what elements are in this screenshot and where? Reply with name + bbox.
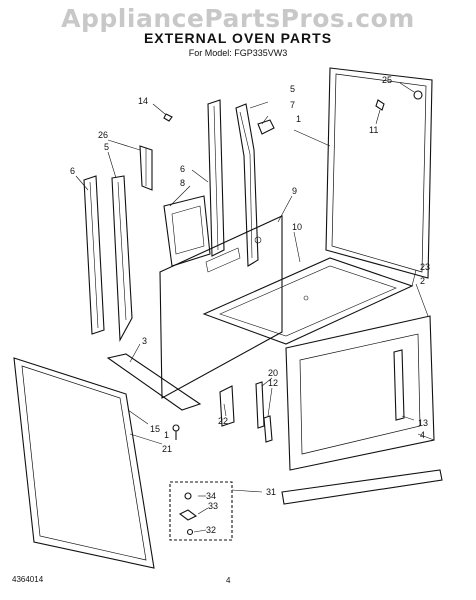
svg-text:32: 32 bbox=[206, 525, 216, 535]
part-20-support bbox=[255, 381, 265, 429]
svg-text:6: 6 bbox=[180, 164, 185, 174]
footer-page-number: 4 bbox=[226, 576, 231, 585]
part-6-left-rail bbox=[83, 175, 105, 335]
svg-text:9: 9 bbox=[292, 186, 297, 196]
leader-lines bbox=[75, 101, 435, 533]
svg-text:31: 31 bbox=[266, 487, 276, 497]
part-2-front-frame bbox=[285, 315, 435, 471]
svg-text:10: 10 bbox=[292, 222, 302, 232]
svg-text:21: 21 bbox=[162, 444, 172, 454]
svg-text:22: 22 bbox=[218, 416, 228, 426]
callout-labels: 25 5 7 1 11 14 26 5 6 6 8 9 10 23 2 3 20… bbox=[70, 75, 430, 535]
part-13-strip bbox=[393, 349, 405, 421]
part-26-bracket bbox=[139, 145, 153, 191]
svg-text:1: 1 bbox=[296, 114, 301, 124]
svg-text:3: 3 bbox=[142, 336, 147, 346]
footer-code: 4364014 bbox=[12, 575, 44, 584]
svg-text:15: 15 bbox=[150, 424, 160, 434]
svg-text:4: 4 bbox=[420, 430, 425, 440]
part-21-screw bbox=[172, 424, 180, 440]
svg-text:25: 25 bbox=[382, 75, 392, 85]
svg-text:34: 34 bbox=[206, 491, 216, 501]
svg-text:26: 26 bbox=[98, 130, 108, 140]
part-5-left-rail bbox=[111, 175, 133, 342]
svg-text:11: 11 bbox=[369, 125, 378, 135]
svg-text:12: 12 bbox=[268, 378, 278, 388]
svg-text:7: 7 bbox=[290, 100, 295, 110]
svg-text:5: 5 bbox=[104, 142, 109, 152]
part-11-clip bbox=[375, 99, 385, 111]
svg-text:8: 8 bbox=[180, 178, 185, 188]
part-1-top-frame bbox=[325, 67, 433, 279]
part-6-upper-rail bbox=[207, 99, 225, 257]
part-10-top-panel bbox=[202, 257, 414, 345]
part-8-duct bbox=[163, 195, 211, 267]
diagram-title: EXTERNAL OVEN PARTS bbox=[143, 30, 333, 46]
part-22-bracket bbox=[219, 385, 235, 427]
svg-text:2: 2 bbox=[420, 276, 425, 286]
part-25-screw bbox=[399, 82, 423, 100]
model-subtitle: For Model: FGP335VW3 bbox=[188, 48, 288, 58]
svg-text:14: 14 bbox=[138, 96, 148, 106]
part-31-kickplate bbox=[281, 469, 443, 505]
part-12-support bbox=[263, 415, 273, 443]
svg-text:6: 6 bbox=[70, 166, 75, 176]
part-3-rail bbox=[106, 353, 202, 411]
parts-32-34-kit-box bbox=[169, 481, 233, 541]
svg-text:23: 23 bbox=[420, 262, 430, 272]
part-9-back-panel bbox=[159, 215, 283, 399]
part-5-upper-rail bbox=[235, 103, 259, 267]
part-1-front-door bbox=[13, 357, 155, 569]
svg-text:33: 33 bbox=[208, 501, 218, 511]
svg-text:5: 5 bbox=[290, 84, 295, 94]
svg-text:20: 20 bbox=[268, 368, 278, 378]
watermark-text: AppliancePartsPros.com bbox=[61, 4, 415, 33]
svg-text:13: 13 bbox=[418, 418, 428, 428]
part-14-screw bbox=[163, 113, 173, 122]
svg-text:1: 1 bbox=[164, 430, 169, 440]
part-7-bracket bbox=[257, 119, 275, 135]
